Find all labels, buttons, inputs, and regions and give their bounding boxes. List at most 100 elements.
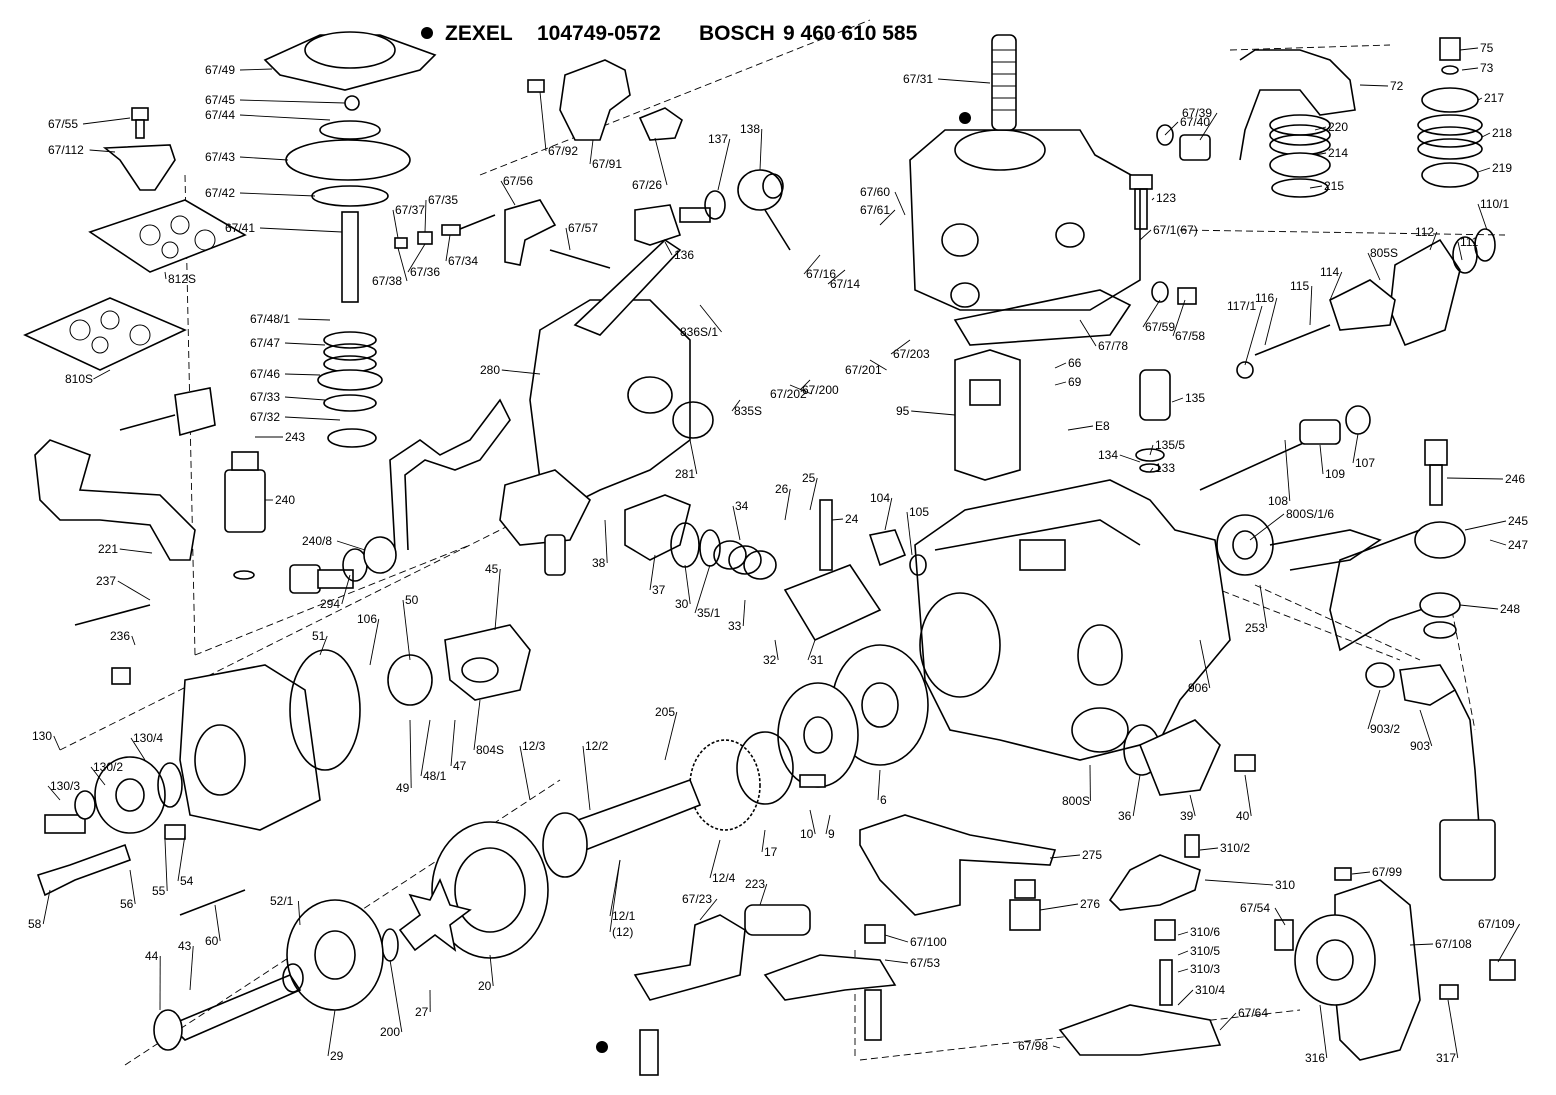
return-pipe [1269, 439, 1466, 652]
part-number-label: 67/60 [860, 185, 890, 199]
part-number-label: 215 [1324, 179, 1344, 193]
part-number-label: 67/61 [860, 203, 890, 217]
part-number-label: 240/8 [302, 534, 332, 548]
part-number-label: 67/1(67) [1153, 223, 1198, 237]
part-number-label: 67/33 [250, 390, 280, 404]
mounting-bracket [559, 59, 631, 141]
timer-plunger [624, 494, 927, 642]
leader-line [1359, 84, 1389, 87]
leader-line [1244, 305, 1263, 366]
bolt-shank [135, 119, 145, 139]
part-number-label: 35/1 [697, 606, 721, 620]
o-ring [233, 570, 255, 580]
leader-line [1177, 950, 1189, 956]
part-number-label: 67/46 [250, 367, 280, 381]
leader-line [803, 254, 821, 275]
spring-seat [317, 369, 383, 391]
part-number-label: 110/1 [1480, 197, 1509, 211]
part-number-label: 903 [1410, 739, 1430, 753]
part-number-label: 50 [405, 593, 419, 607]
leader-line [409, 719, 412, 789]
leader-line [341, 574, 351, 605]
part-number-label: 123 [1156, 191, 1176, 205]
part-number-label: 217 [1484, 91, 1504, 105]
sensor-903 [1365, 662, 1496, 881]
bracket-275 [859, 814, 1057, 931]
part-number-label: 205 [655, 705, 675, 719]
leader-line [694, 564, 711, 614]
leader-line [1139, 229, 1152, 241]
leader-line [759, 128, 763, 171]
leader-line [699, 898, 718, 921]
leader-line [93, 369, 111, 380]
leader-line [450, 719, 456, 767]
leader-line [1177, 968, 1189, 973]
leader-line [604, 519, 608, 564]
part-number-label: 67/100 [910, 935, 947, 949]
gear-hub [1389, 238, 1461, 347]
diaphragm-disc [285, 139, 411, 181]
bullet-icon [421, 27, 433, 39]
leader-line [1199, 639, 1211, 689]
leader-line [879, 209, 896, 226]
hydraulic-head-assembly [36, 624, 531, 916]
leader-line [214, 904, 221, 942]
leader-line [1067, 425, 1094, 431]
leader-line [664, 241, 673, 256]
part-number-label: 114 [1320, 265, 1339, 279]
leader-line [284, 396, 326, 401]
part-number-label: 67/41 [225, 221, 255, 235]
distributor-head [179, 664, 321, 831]
leader-line [327, 1009, 336, 1057]
part-number-label: 67/48/1 [250, 312, 290, 326]
bracket-67-56 [504, 199, 557, 266]
part-number-label: 25 [802, 471, 816, 485]
part-number-label: 67/36 [410, 265, 440, 279]
leader-line [1039, 903, 1079, 911]
part-number-label: 243 [285, 430, 305, 444]
leader-line [189, 945, 194, 991]
part-number-label: 95 [896, 404, 910, 418]
leader-line [937, 78, 991, 84]
part-number-label: 6 [880, 793, 887, 807]
part-number-label: 135/5 [1155, 438, 1185, 452]
leader-line [884, 934, 909, 943]
part-number-label: 33 [728, 619, 742, 633]
leader-line [1149, 467, 1154, 473]
leader-line [1249, 513, 1285, 541]
governor-cover-assembly [263, 31, 437, 448]
bracket-assembly-top-left [102, 107, 176, 191]
part-number-label: 104 [870, 491, 890, 505]
part-number-label: 135 [1185, 391, 1205, 405]
leader-line [1461, 67, 1479, 71]
leader-line [177, 834, 186, 882]
o-ring-281 [672, 401, 714, 439]
leader-line [582, 745, 591, 811]
leader-line [369, 618, 380, 666]
leader-line [1219, 1012, 1237, 1031]
part-number-label: 72 [1390, 79, 1404, 93]
part-number-label: 49 [396, 781, 410, 795]
leader-line [1244, 774, 1252, 817]
leader-line [117, 580, 151, 601]
leader-line [759, 883, 768, 906]
part-number-label: 67/64 [1238, 1006, 1268, 1020]
leader-line [906, 511, 913, 556]
leader-line [284, 373, 321, 376]
leader-line [239, 68, 273, 71]
leader-line [1457, 241, 1463, 261]
drive-shaft-assembly [1199, 228, 1496, 576]
leader-line [129, 869, 136, 905]
leader-line [1329, 271, 1343, 301]
feed-pump-assembly [286, 821, 549, 1011]
leader-line [1151, 197, 1155, 201]
part-number-label: 105 [909, 505, 929, 519]
housing-bore [919, 592, 1001, 698]
leader-line [420, 719, 431, 777]
bolt-head [527, 79, 545, 93]
bolt-head [111, 667, 131, 685]
part-number-label: 67/23 [682, 892, 712, 906]
part-number-label: 275 [1082, 848, 1102, 862]
leader-line [1464, 520, 1507, 531]
leader-line [884, 497, 893, 531]
